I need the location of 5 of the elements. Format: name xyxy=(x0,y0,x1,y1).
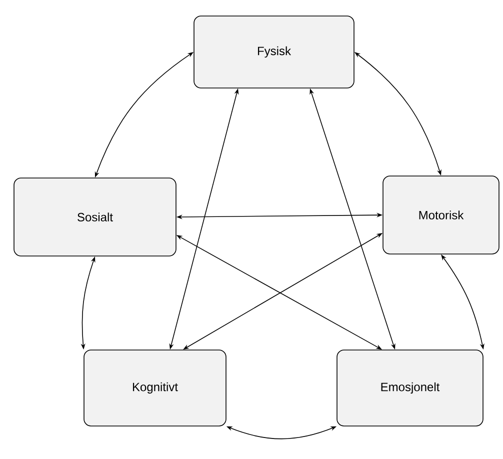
category-box: Emosjonelt xyxy=(336,350,484,426)
category-box: Sosialt xyxy=(14,178,176,256)
category-box: Kognitivt xyxy=(84,350,226,426)
category-box: Fysisk xyxy=(194,16,354,88)
category-box: Motorisk xyxy=(382,176,500,254)
